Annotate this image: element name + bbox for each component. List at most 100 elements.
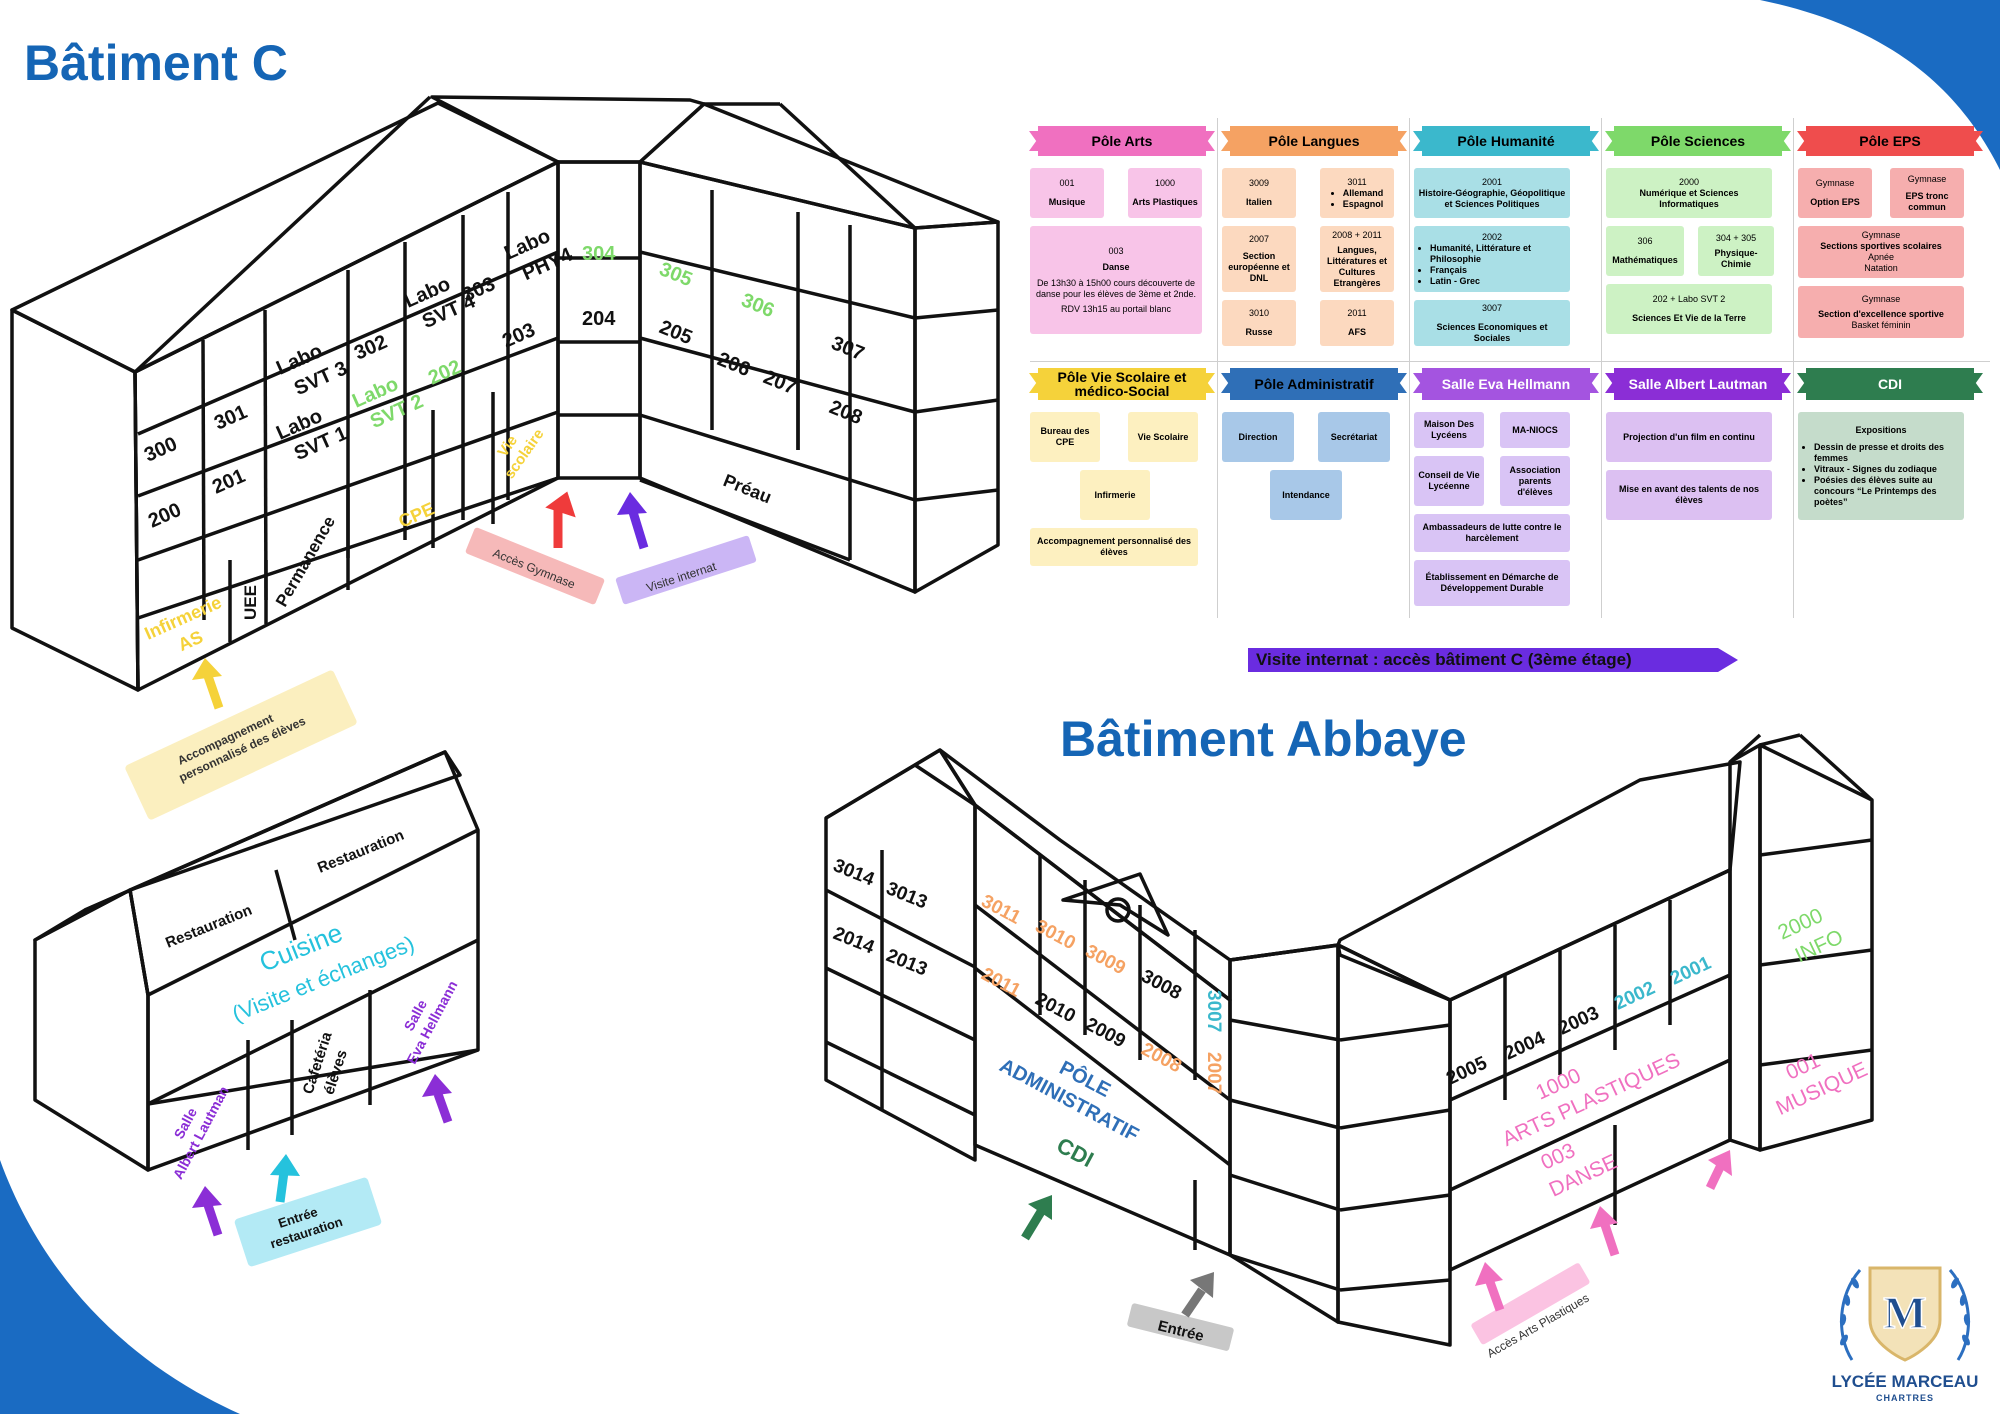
arrow-red-icon	[545, 491, 576, 548]
building-c-labels: 300 301 LaboSVT 3 302 LaboSVT 4 303 Labo…	[141, 220, 867, 655]
labo-phy4: LaboPHY4	[501, 220, 576, 289]
box-intendance: Intendance	[1270, 470, 1342, 520]
arrow-pink-icon-3	[1705, 1150, 1732, 1190]
room-207: 207	[760, 366, 799, 399]
box-3011: 3011AllemandEspagnol	[1320, 168, 1394, 218]
room-2009: 2009	[1082, 1014, 1129, 1052]
room-305: 305	[656, 258, 695, 291]
pole-sciences-title: Pôle Sciences	[1614, 126, 1782, 156]
cdi: CDI	[1053, 1132, 1098, 1172]
salle-albert: SalleAlbert Lautman	[154, 1075, 232, 1182]
box-ambassadeurs: Ambassadeurs de lutte contre le harcèlem…	[1414, 514, 1570, 552]
room-2005: 2005	[1443, 1052, 1491, 1089]
pole-langues-title: Pôle Langues	[1230, 126, 1398, 156]
permanence: Permanence	[272, 513, 339, 610]
box-direction: Direction	[1222, 412, 1294, 462]
svg-text:M: M	[1883, 1287, 1926, 1338]
labo-svt1: LaboSVT 1	[273, 399, 351, 469]
restauration-1: Restauration	[163, 902, 254, 952]
room-3008: 3008	[1138, 966, 1185, 1004]
box-maison-des-lyceens: Maison Des Lycéens	[1414, 412, 1484, 448]
tag-entree-restauration: Entréerestauration	[263, 1198, 344, 1252]
abbaye-labels: 3014 3013 2014 2013 3011 3010 3009 3008 …	[830, 855, 1871, 1360]
room-300: 300	[141, 433, 180, 467]
restaurant-drawing	[33, 750, 480, 1172]
logo-name: LYCÉE MARCEAU	[1831, 1372, 1979, 1391]
pole-administratif-title: Pôle Administratif	[1230, 368, 1398, 400]
corner-swoosh-top-right	[1760, 0, 2000, 170]
labo-svt3: LaboSVT 3	[273, 334, 351, 404]
title-batiment-c: Bâtiment C	[24, 35, 288, 91]
danse: 003DANSE	[1534, 1125, 1621, 1202]
box-accompagnement: Accompagnement personnalisé des élèves	[1030, 528, 1198, 566]
uee: UEE	[241, 585, 260, 620]
room-2002: 2002	[1611, 978, 1658, 1015]
box-ma-niocs: MA-NIOCS	[1500, 412, 1570, 448]
cpe: CPE	[395, 498, 437, 531]
room-2001: 2001	[1667, 952, 1715, 989]
lycee-marceau-logo-icon: M	[1839, 1266, 1971, 1362]
room-200: 200	[145, 499, 184, 533]
pole-albert-title: Salle Albert Lautman	[1614, 368, 1782, 400]
tag-accompagnement: Accompagnementpersonnalisé des élèves	[170, 699, 308, 785]
room-2014: 2014	[830, 923, 877, 958]
room-301: 301	[211, 401, 250, 435]
room-3014: 3014	[830, 855, 877, 890]
preau: Préau	[721, 470, 775, 507]
room-208: 208	[826, 396, 865, 429]
internat-banner-text: Visite internat : accès bâtiment C (3ème…	[1256, 650, 1632, 669]
room-2010: 2010	[1032, 989, 1079, 1027]
box-edd: Établissement en Démarche de Développeme…	[1414, 560, 1570, 606]
vie-scolaire: Viescolaire	[486, 416, 547, 483]
room-2004: 2004	[1501, 1027, 1549, 1064]
tag-acces-gymnase: Accès Gymnase	[491, 546, 578, 592]
room-3010: 3010	[1032, 916, 1079, 954]
column-divider	[1601, 118, 1602, 618]
building-c-tags	[125, 491, 757, 820]
room-206: 206	[714, 348, 753, 381]
batiment-abbaye-drawing	[824, 733, 1874, 1347]
pole-salle-eva-hellmann: Salle Eva Hellmann Maison Des Lycéens MA…	[1414, 368, 1598, 612]
room-201: 201	[209, 465, 248, 499]
title-batiment-abbaye: Bâtiment Abbaye	[1060, 711, 1467, 767]
room-205: 205	[656, 316, 695, 349]
arrow-pink-icon-2	[1590, 1206, 1620, 1257]
box-cvl: Conseil de Vie Lycéenne	[1414, 456, 1484, 506]
building-c-tag-texts: Accès Gymnase Visite internat Accompagne…	[170, 546, 718, 785]
room-304: 304	[582, 243, 616, 265]
info: 2000INFO	[1774, 900, 1846, 970]
room-2011: 2011	[978, 964, 1025, 1002]
tag-entree: Entrée	[1156, 1317, 1205, 1345]
room-3009: 3009	[1082, 941, 1129, 979]
arrow-grey-icon	[1181, 1272, 1214, 1318]
box-vie-scolaire: Vie Scolaire	[1128, 412, 1198, 462]
box-2002: 2002Humanité, Littérature et Philosophie…	[1414, 226, 1570, 292]
room-3013: 3013	[883, 878, 930, 913]
arrow-green-icon	[1021, 1195, 1052, 1241]
building-c-drawing	[10, 95, 1000, 692]
abbaye-tags	[1021, 1150, 1732, 1351]
column-divider	[1793, 118, 1794, 618]
pole-arts-title: Pôle Arts	[1038, 126, 1206, 156]
pole-humanite-title: Pôle Humanité	[1422, 126, 1590, 156]
row-divider	[1030, 361, 1990, 362]
